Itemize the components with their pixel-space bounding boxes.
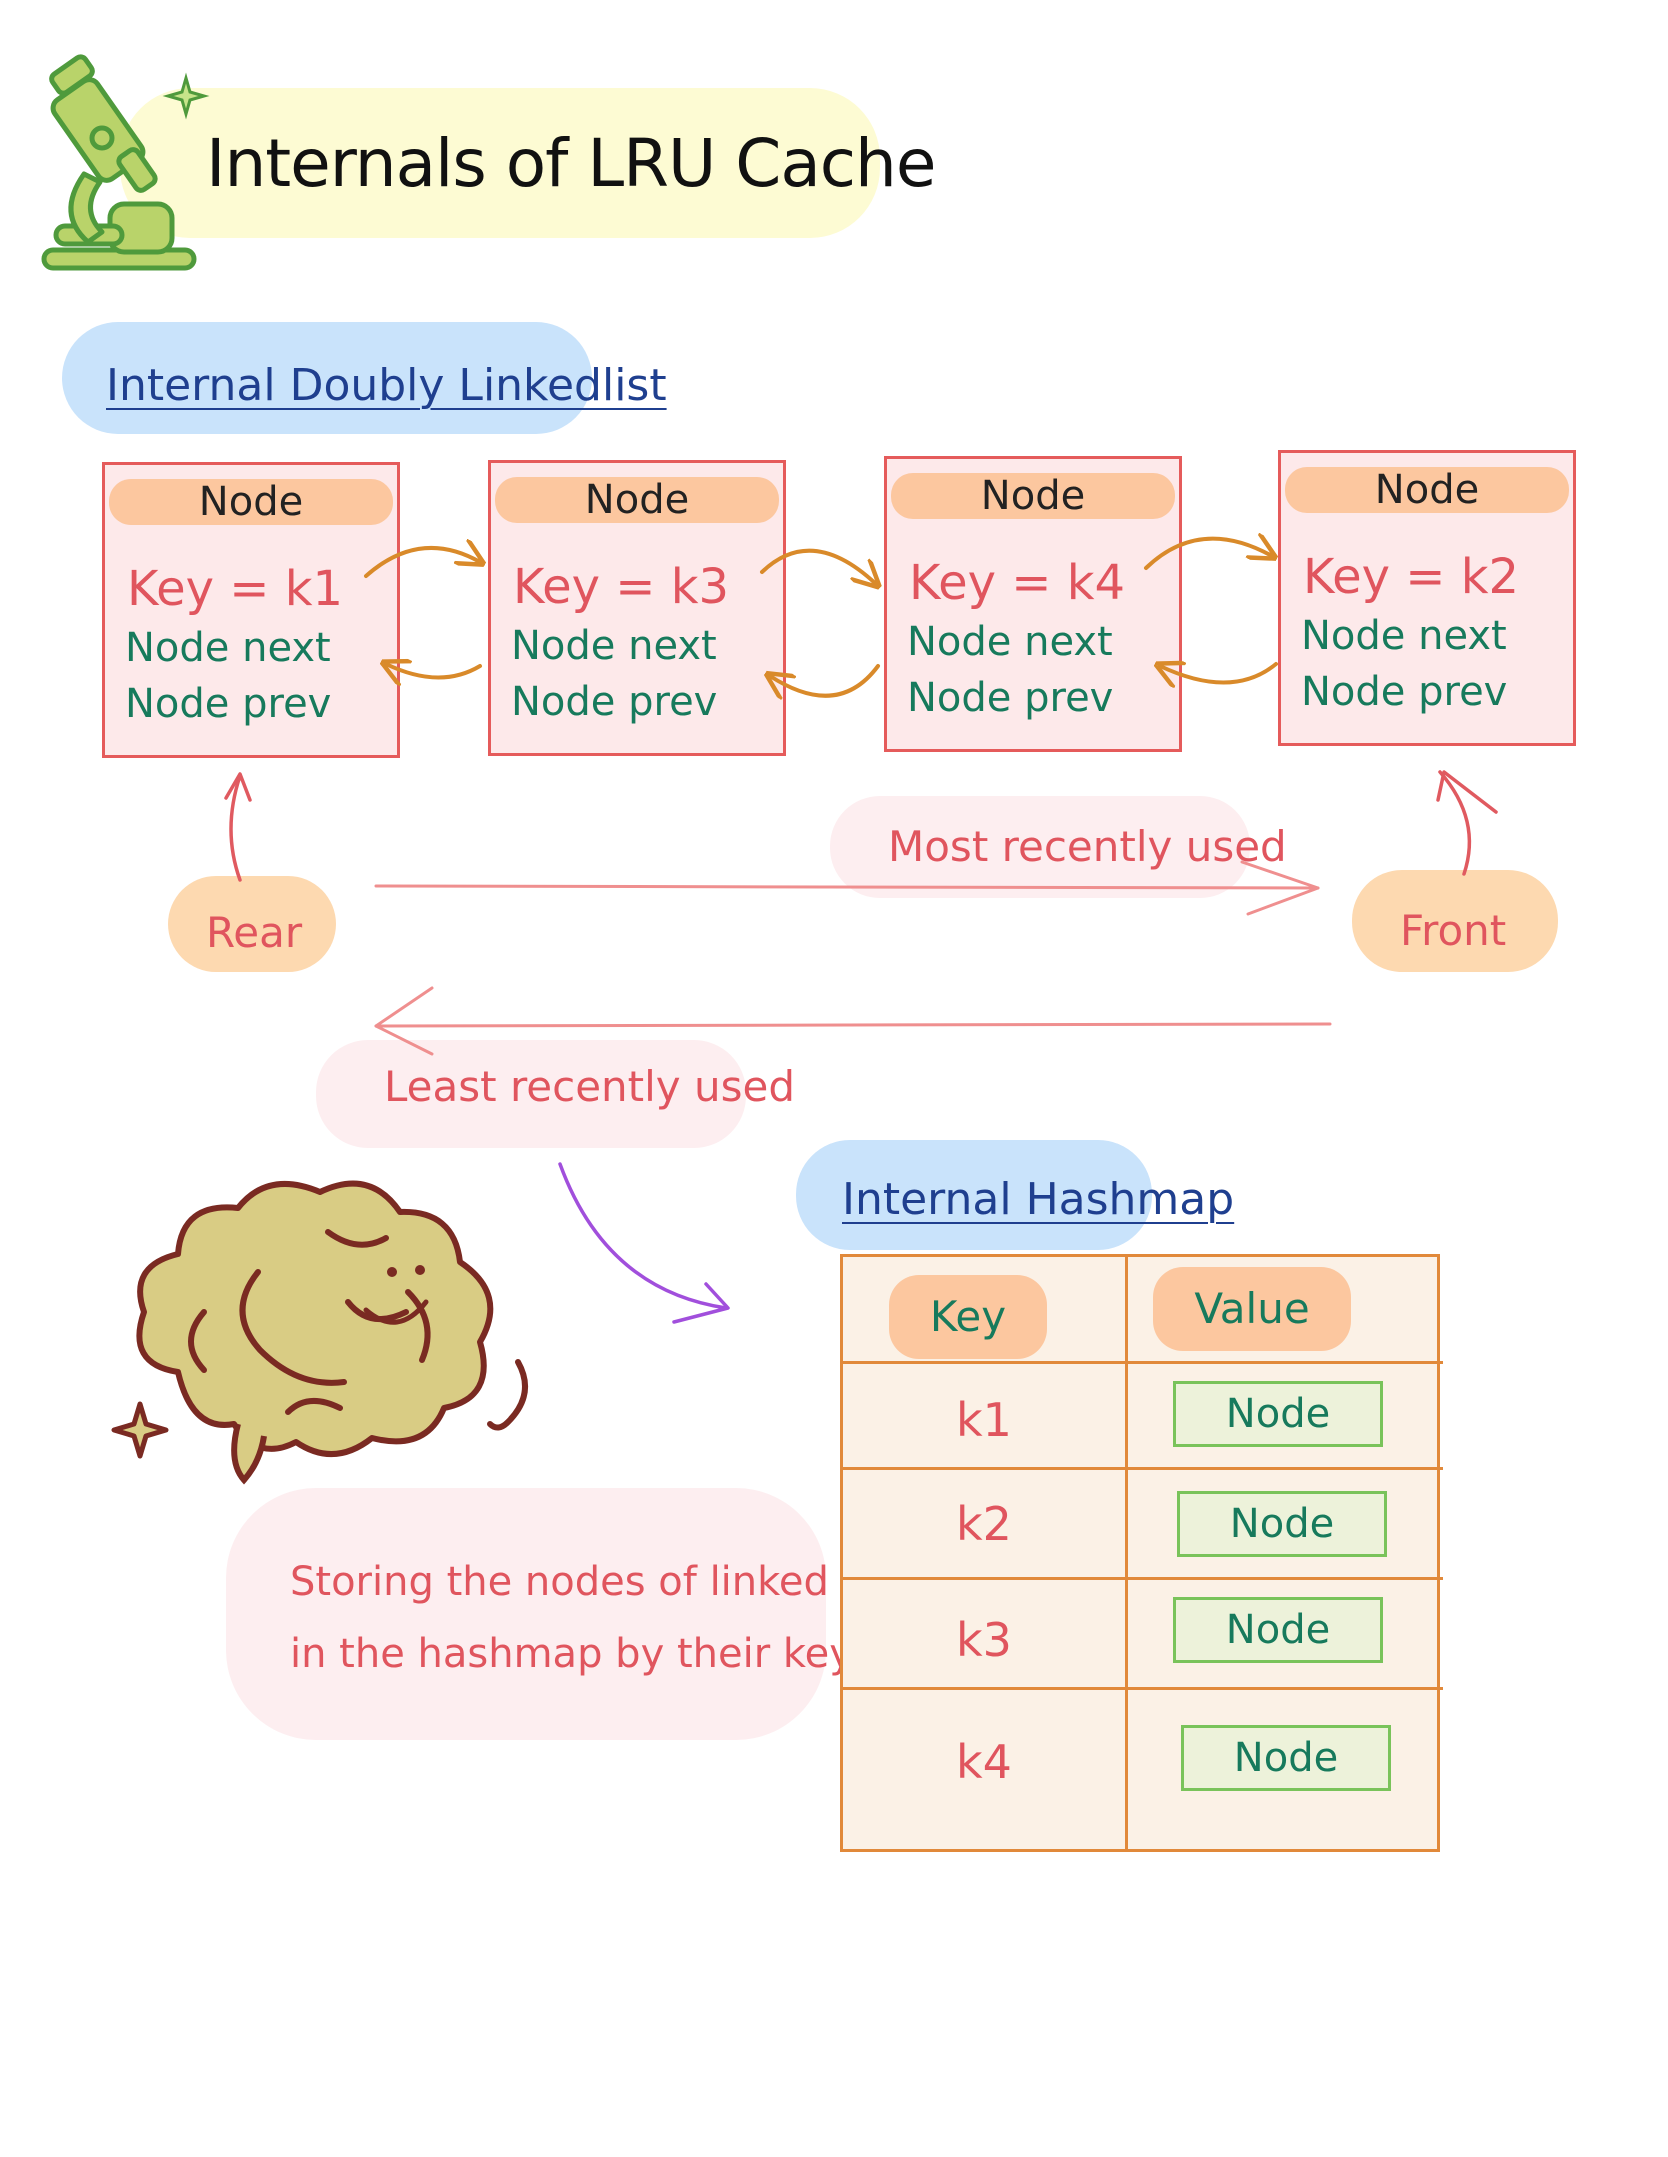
node-prev: Node prev xyxy=(1301,669,1508,715)
list-node-1: Node Key = k1 Node next Node prev xyxy=(102,462,400,758)
note-highlight xyxy=(226,1488,826,1740)
next-arrow-1 xyxy=(364,548,480,578)
rear-arrow xyxy=(229,774,242,882)
node-key: Key = k4 xyxy=(909,555,1126,611)
linked-list-heading-highlight xyxy=(62,322,592,434)
column-divider xyxy=(1125,1257,1128,1849)
front-highlight xyxy=(1352,870,1558,972)
note-text: Storing the nodes of linked list in the … xyxy=(290,1546,900,1690)
most-recent-highlight xyxy=(830,796,1250,898)
direction-arrows xyxy=(224,770,1498,1324)
node-header: Node xyxy=(109,479,393,525)
node-header: Node xyxy=(891,473,1175,519)
hashmap-value-cell: Node xyxy=(1177,1491,1387,1557)
microscope-icon xyxy=(41,54,210,271)
least-recent-label: Least recently used xyxy=(384,1062,796,1111)
node-prev: Node prev xyxy=(511,679,718,725)
hashmap-heading: Internal Hashmap xyxy=(842,1174,1235,1225)
rear-highlight xyxy=(168,876,336,972)
hashmap-table: Key Value k1 Node k2 Node k3 Node k4 Nod… xyxy=(840,1254,1443,1852)
hashmap-value-cell: Node xyxy=(1173,1597,1383,1663)
note-to-hashmap-arrow xyxy=(558,1162,728,1310)
linked-list-heading: Internal Doubly Linkedlist xyxy=(106,360,667,411)
node-prev: Node prev xyxy=(907,675,1114,721)
hashmap-key-cell: k1 xyxy=(956,1393,1012,1447)
front-label: Front xyxy=(1400,906,1507,955)
most-recent-label: Most recently used xyxy=(888,822,1287,871)
prev-arrow-1 xyxy=(386,664,482,678)
node-next: Node next xyxy=(511,623,717,669)
next-arrow-2 xyxy=(760,548,876,584)
node-next: Node next xyxy=(907,619,1113,665)
node-key: Key = k3 xyxy=(513,559,730,615)
column-header-key: Key xyxy=(889,1275,1047,1359)
rear-label: Rear xyxy=(206,908,303,957)
row-divider xyxy=(843,1361,1443,1364)
column-header-value: Value xyxy=(1153,1267,1351,1351)
list-node-3: Node Key = k4 Node next Node prev xyxy=(884,456,1182,752)
node-next: Node next xyxy=(125,625,331,671)
row-divider xyxy=(843,1687,1443,1690)
note-line-2: in the hashmap by their key xyxy=(290,1631,853,1677)
hashmap-key-cell: k4 xyxy=(956,1735,1012,1789)
front-arrow xyxy=(1438,770,1472,876)
brain-doodle-icon xyxy=(136,1180,528,1485)
row-divider xyxy=(843,1577,1443,1580)
list-node-2: Node Key = k3 Node next Node prev xyxy=(488,460,786,756)
page-title: Internals of LRU Cache xyxy=(206,125,936,202)
prev-arrow-2 xyxy=(770,664,880,696)
sparkle-icon xyxy=(111,1401,169,1459)
title-highlight xyxy=(120,88,880,238)
lru-arrow-line xyxy=(374,1022,1332,1028)
node-key: Key = k2 xyxy=(1303,549,1520,605)
hashmap-key-cell: k3 xyxy=(956,1613,1012,1667)
mru-arrow-line xyxy=(374,884,1320,890)
list-node-4: Node Key = k2 Node next Node prev xyxy=(1278,450,1576,746)
hashmap-value-cell: Node xyxy=(1173,1381,1383,1447)
least-recent-highlight xyxy=(316,1040,746,1148)
node-prev: Node prev xyxy=(125,681,332,727)
node-header: Node xyxy=(1285,467,1569,513)
node-link-arrows xyxy=(364,0,1668,900)
row-divider xyxy=(843,1467,1443,1470)
hashmap-value-cell: Node xyxy=(1181,1725,1391,1791)
node-next: Node next xyxy=(1301,613,1507,659)
prev-arrow-3 xyxy=(1160,664,1278,683)
node-key: Key = k1 xyxy=(127,561,344,617)
hashmap-key-cell: k2 xyxy=(956,1497,1012,1551)
next-arrow-3 xyxy=(1144,539,1272,570)
note-line-1: Storing the nodes of linked list xyxy=(290,1559,901,1605)
node-header: Node xyxy=(495,477,779,523)
hashmap-heading-highlight xyxy=(796,1140,1152,1250)
